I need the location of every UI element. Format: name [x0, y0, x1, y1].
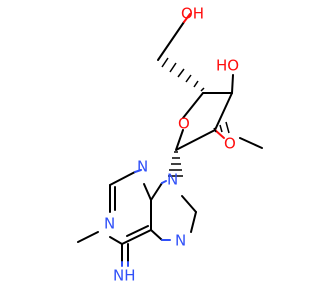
hetero-bond-segments [121, 13, 225, 267]
bond-n3-blue [134, 169, 142, 173]
ring-oxygen-label: O [178, 115, 190, 133]
bond-c6-c5b [126, 225, 149, 237]
bond-c1-c2 [175, 129, 216, 151]
bond-c4-n3 [143, 183, 152, 201]
atom-labels: OH HO O O N N N N NH [104, 5, 239, 285]
bonds [77, 21, 263, 263]
bond-oh-red [183, 13, 191, 23]
bond-n9-blue [161, 180, 167, 184]
ring-hydroxyl-ho-label: HO [216, 57, 239, 75]
bond-ch2-to-oh [157, 21, 185, 61]
bond-o4-c1 [175, 129, 184, 151]
methoxy-oxygen-label: O [224, 135, 236, 153]
hydroxymethyl-oh-label: OH [181, 5, 204, 23]
hashed-wedges [161, 57, 230, 177]
purine-n9-label: N [167, 171, 178, 189]
purine-n1-label: N [104, 215, 115, 233]
bond-c3-c2 [214, 92, 233, 131]
bond-n1-ch3 [77, 231, 99, 243]
bond-c8-n9 [181, 195, 197, 213]
purine-n7-label: N [175, 232, 186, 250]
bond-c5-n7 [150, 229, 163, 241]
bond-n1-c6 [109, 236, 123, 245]
imine-nh-label: NH [113, 267, 136, 285]
purine-n3-label: N [137, 158, 148, 176]
bond-c4-n9 [150, 182, 163, 201]
bond-c4-o4 [182, 92, 204, 119]
bond-n3-c2 [109, 171, 136, 186]
bond-c6-c5 [121, 229, 152, 245]
molecule-structure-diagram: OH HO O O N N N N NH [77, 4, 263, 285]
bond-ome-ch3 [239, 137, 263, 149]
bond-n7-c8 [190, 211, 197, 233]
bond-c3-oh [231, 74, 234, 94]
